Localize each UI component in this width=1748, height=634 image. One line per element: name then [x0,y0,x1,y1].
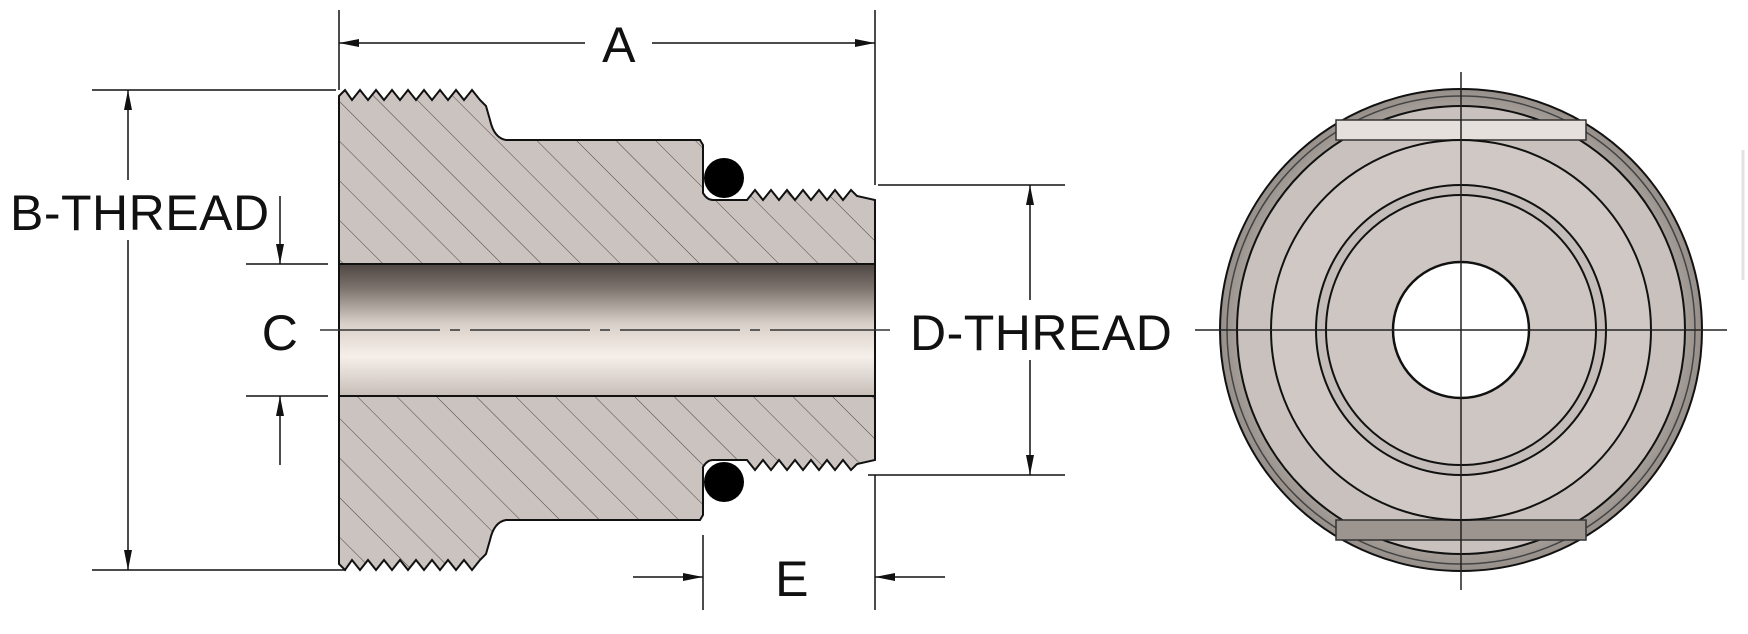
dimension-c-label: C [262,305,299,361]
dimension-a-label: A [602,17,636,73]
dimension-e [633,475,945,610]
end-view [1195,72,1727,590]
dimension-e-label: E [775,551,809,607]
upper-section-body [338,88,876,265]
dimension-d-thread-label: D-THREAD [910,305,1172,361]
dimension-b-thread-label: B-THREAD [10,185,270,241]
dimension-a [338,10,876,185]
dimension-c [246,196,328,465]
section-view [320,88,890,572]
o-ring-bottom [704,462,744,502]
dimension-b-thread [92,89,346,571]
dimension-d-thread [868,184,1065,476]
o-ring-top [704,158,744,198]
lower-section-body [338,395,876,572]
